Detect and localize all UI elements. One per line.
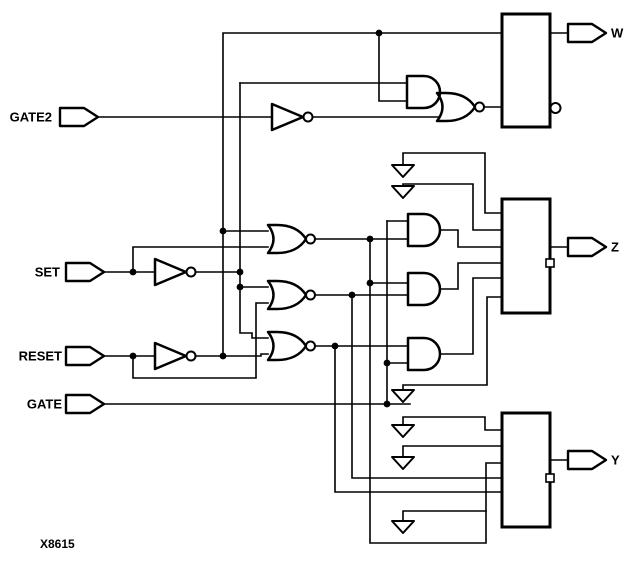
inverter-set-bubble-icon <box>185 266 197 278</box>
wire-nor1-loop <box>369 238 503 544</box>
input-flag-gate2 <box>58 106 100 128</box>
wire-nor3-tap <box>334 345 503 493</box>
wire-reset-direct <box>132 302 269 379</box>
y-block-pin-square-icon <box>545 473 555 483</box>
and-z1-icon <box>406 212 442 248</box>
nor-w-bubble-icon <box>474 101 485 113</box>
labels: GATE2 SET RESET GATE W Z Y X8615 <box>10 26 624 552</box>
junction-dots <box>129 29 391 408</box>
input-label-set: SET <box>35 265 60 280</box>
input-label-gate2: GATE2 <box>10 110 52 125</box>
wire-resetb-nor3 <box>195 353 269 357</box>
output-flag-z <box>566 236 608 258</box>
nor-3-bubble-icon <box>305 340 316 352</box>
junction-dot <box>383 400 391 408</box>
nor-1-icon <box>266 223 308 255</box>
wire-setb-spine <box>239 82 269 339</box>
inverter-reset-icon <box>153 341 188 371</box>
down-arrow-icon <box>391 520 415 534</box>
output-label-w: W <box>611 26 624 41</box>
junction-dot <box>375 29 383 37</box>
z-block-pin-square-icon <box>545 258 555 268</box>
figure-code-label: X8615 <box>40 537 75 551</box>
wire-arrow5 <box>402 445 503 458</box>
wire-nor2-tap <box>351 294 503 479</box>
w-block <box>500 12 552 129</box>
junction-dot <box>129 268 137 276</box>
and-z3-icon <box>406 336 442 372</box>
output-label-z: Z <box>611 240 619 255</box>
wire-arrow1 <box>402 152 503 214</box>
wire-arrow2 <box>402 183 503 231</box>
junction-dot <box>129 352 137 360</box>
down-arrow-icon <box>391 424 415 438</box>
output-label-y: Y <box>611 453 620 468</box>
junction-dot <box>331 342 339 350</box>
input-label-gate: GATE <box>27 397 62 412</box>
wire-arrow3 <box>402 296 503 391</box>
output-flag-y <box>566 449 608 471</box>
nor-2-bubble-icon <box>305 289 316 301</box>
inverter-reset-bubble-icon <box>185 350 197 362</box>
nor-3-icon <box>266 330 308 362</box>
nor-2-icon <box>266 279 308 311</box>
and-z2-icon <box>406 271 442 307</box>
inverter-gate2-bubble-icon <box>302 111 314 123</box>
nor-1-bubble-icon <box>305 233 316 245</box>
down-arrow-icon <box>391 389 415 403</box>
junction-dot <box>383 359 391 367</box>
output-flag-w <box>566 22 608 44</box>
wire-and2-out <box>439 262 503 290</box>
wire-arrow4 <box>402 416 503 431</box>
down-arrow-icon <box>391 164 415 178</box>
down-arrow-icon <box>391 185 415 199</box>
connector-arrows <box>391 164 415 534</box>
input-flag-reset <box>64 345 106 367</box>
io-flags <box>58 22 608 471</box>
wire-set-direct <box>132 246 269 273</box>
w-block-bubble-icon <box>549 102 562 114</box>
junction-dot <box>236 283 244 291</box>
nor-w-icon <box>435 91 477 123</box>
junction-dot <box>366 279 374 287</box>
inverter-set-icon <box>153 257 188 287</box>
inverter-gate2-icon <box>270 102 305 132</box>
wire-and1-out <box>439 229 503 248</box>
junction-dot <box>219 352 227 360</box>
wires <box>97 32 569 544</box>
wire-resetb-up <box>222 32 503 357</box>
junction-dot <box>236 268 244 276</box>
junction-dot <box>219 227 227 235</box>
input-flag-set <box>64 261 106 283</box>
wire-and3-out <box>439 277 503 355</box>
input-label-reset: RESET <box>19 349 62 364</box>
y-block <box>500 411 552 529</box>
input-flag-gate <box>64 393 106 415</box>
junction-dot <box>366 235 374 243</box>
wire-arrow6 <box>402 510 487 522</box>
junction-dot <box>348 291 356 299</box>
gates <box>153 74 485 372</box>
and-w-icon <box>405 74 442 110</box>
wire-and0-lower <box>378 32 408 102</box>
blocks <box>500 12 562 529</box>
down-arrow-icon <box>391 456 415 470</box>
z-block <box>500 197 552 315</box>
